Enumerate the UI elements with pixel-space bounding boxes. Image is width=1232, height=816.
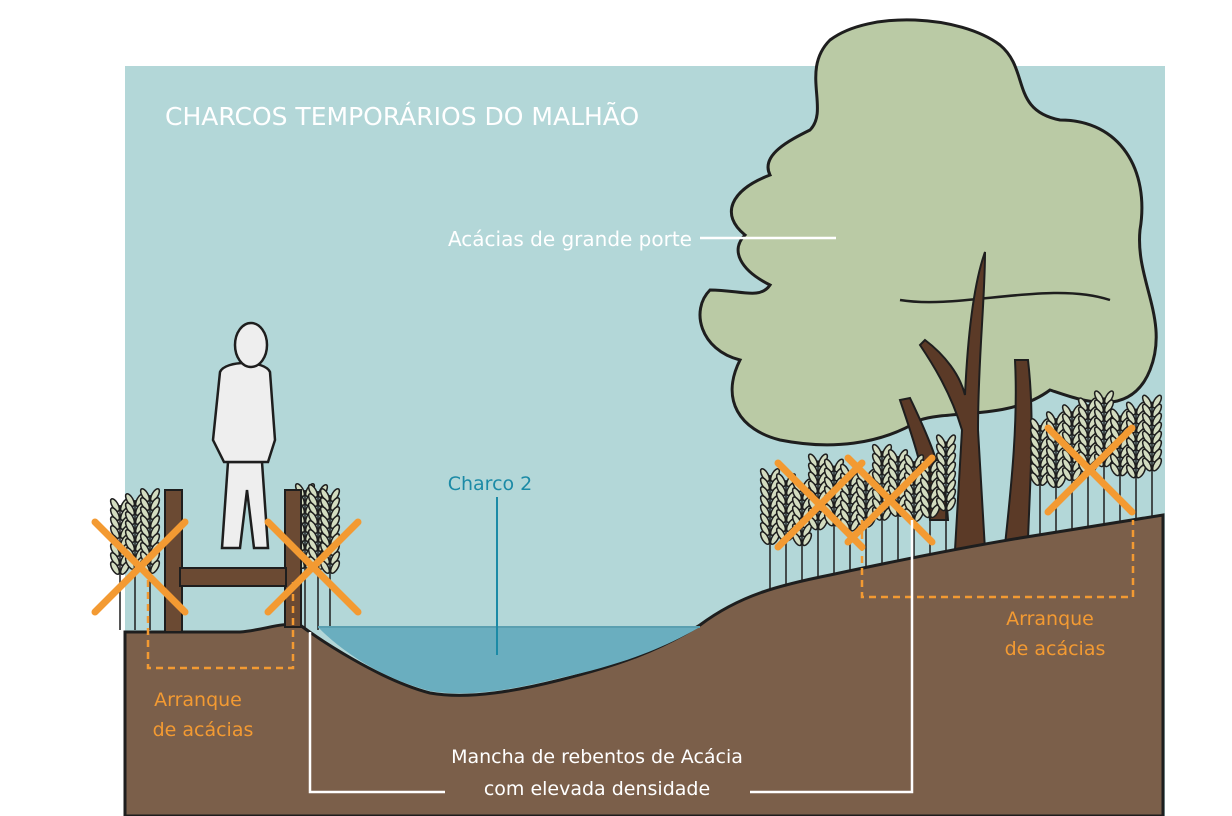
cross-mark [1044,424,1136,516]
cross-mark [774,459,866,551]
sprouts-label-line2: com elevada densidade [484,778,710,800]
tree-trunk-2 [1003,359,1033,547]
pond-label: Charco 2 [448,473,533,495]
acacia-sprout [1141,394,1163,522]
canopy-detail [899,291,1111,304]
person-figure [211,321,277,550]
sprouts-label-line1: Mancha de rebentos de Acácia [451,746,743,768]
tree-trunk [918,251,987,551]
tree-canopy [698,18,1158,447]
removal-left-label-line2: de acácias [153,719,254,741]
pond-water [318,627,700,694]
cross-mark [264,518,362,616]
removal-left-label-line1: Arranque [154,689,242,711]
removal-area-left [146,580,295,670]
acacia-sprout [1109,408,1131,526]
large-acacias-label: Acácias de grande porte [448,227,692,251]
sprouts-bracket-left [308,632,445,794]
removal-right-label-line2: de acácias [1005,638,1106,660]
removal-right-label-line1: Arranque [1006,608,1094,630]
removal-crosses [91,424,1136,616]
cross-mark [91,518,189,616]
page-title: CHARCOS TEMPORÁRIOS DO MALHÃO [165,101,639,131]
removal-area-right [860,520,1135,599]
acacia-sprout [935,434,957,559]
sprouts-bracket-right [750,520,914,794]
cross-mark [844,454,936,546]
